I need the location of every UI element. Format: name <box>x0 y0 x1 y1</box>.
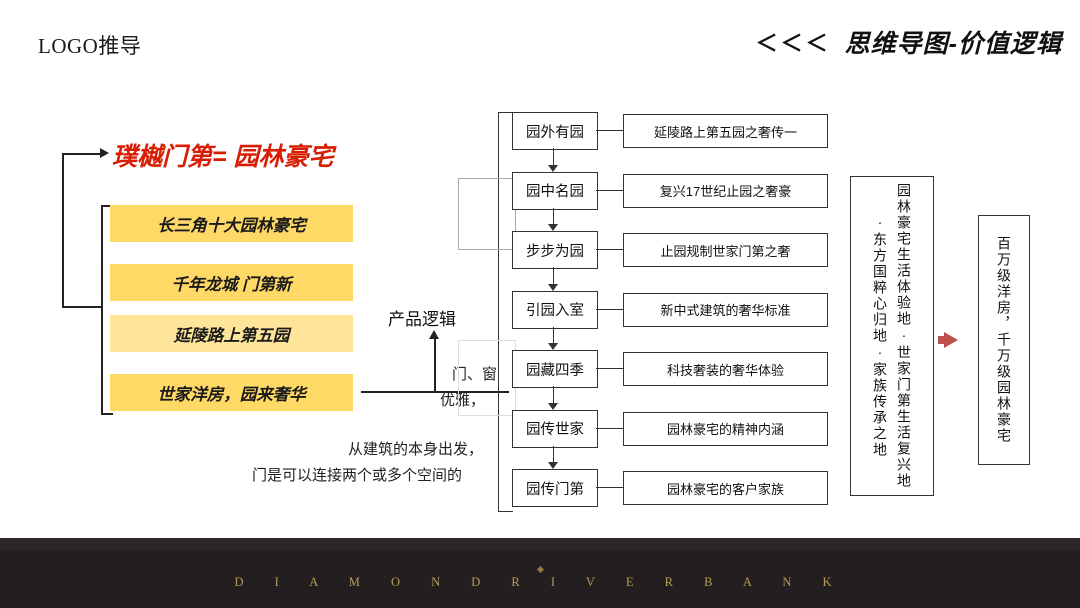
product-logic-label: 产品逻辑 <box>388 310 456 329</box>
flow-link-vertical-5 <box>553 386 555 404</box>
flow-right-node-4: 新中式建筑的奢华标准 <box>623 292 828 327</box>
left-connector-stem <box>62 154 64 308</box>
flow-link-horizontal-5 <box>596 368 623 370</box>
flow-right-node-5: 科技奢装的奢华体验 <box>623 352 828 386</box>
summary-column-2: 百万级洋房，千万级园林豪宅 <box>978 215 1030 465</box>
flow-link-vertical-4 <box>553 326 555 344</box>
flow-link-horizontal-4 <box>596 308 623 310</box>
flow-right-node-6: 园林豪宅的精神内涵 <box>623 411 828 446</box>
flow-left-node-5: 园藏四季 <box>512 350 598 388</box>
red-arrow-icon <box>944 332 958 348</box>
flow-right-node-2: 复兴17世纪止园之奢豪 <box>623 173 828 208</box>
flow-link-vertical-1 <box>553 148 555 166</box>
left-box-4: 世家洋房，园来奢华 <box>110 374 353 411</box>
paragraph-4: 门是可以连接两个或多个空间的 <box>252 467 463 484</box>
flow-arrow-head-icon-6 <box>548 462 558 469</box>
left-box-2: 千年龙城 门第新 <box>110 264 353 301</box>
product-logic-arrow-base <box>361 391 509 393</box>
left-bracket <box>101 205 113 415</box>
flow-left-node-7: 园传门第 <box>512 469 598 507</box>
page-title: 思维导图-价值逻辑 <box>844 30 1062 58</box>
flow-link-horizontal-1 <box>596 130 623 132</box>
product-logic-arrow-stem <box>434 336 436 392</box>
red-arrow-tail <box>938 336 946 344</box>
flow-arrow-head-icon-1 <box>548 164 558 172</box>
footer-band <box>0 538 1080 550</box>
left-chevrons-icon: ＜＜＜ <box>755 31 831 56</box>
left-box-3: 延陵路上第五园 <box>110 315 353 352</box>
footer-text: D I A M O N D R I V E R B A N K <box>234 575 846 589</box>
flow-left-node-4: 引园入室 <box>512 290 598 329</box>
flow-arrow-head-icon-4 <box>548 343 558 350</box>
paragraph-2: 优雅， <box>440 392 486 409</box>
footer <box>0 550 1080 608</box>
flow-link-vertical-2 <box>553 207 555 225</box>
logo-text: LOGO推导 <box>38 34 142 58</box>
flow-arrow-head-icon-3 <box>548 283 558 291</box>
flow-inner-frame-1 <box>458 178 516 250</box>
flow-arrow-head-icon-2 <box>548 224 558 231</box>
left-box-1: 长三角十大园林豪宅 <box>110 205 353 242</box>
flow-link-horizontal-2 <box>596 189 623 191</box>
flow-left-node-1: 园外有园 <box>512 112 598 150</box>
flow-right-node-1: 延陵路上第五园之奢传一 <box>623 114 828 148</box>
left-arrow-head-icon <box>100 148 109 158</box>
summary-column-1: 园林豪宅生活体验地·世家门第生活复兴地·东方国粹心归地·家族传承之地 <box>850 176 934 496</box>
paragraph-3: 从建筑的本身出发， <box>348 441 484 458</box>
flow-right-node-3: 止园规制世家门第之奢 <box>623 233 828 267</box>
flow-link-horizontal-7 <box>596 487 623 489</box>
left-connector-branch <box>62 306 102 308</box>
flow-right-node-7: 园林豪宅的客户家族 <box>623 471 828 505</box>
flow-arrow-head-icon-5 <box>548 402 558 410</box>
flow-link-horizontal-3 <box>596 249 623 251</box>
flow-left-node-6: 园传世家 <box>512 409 598 448</box>
left-title: 璞樾门第= 园林豪宅 <box>112 143 334 171</box>
paragraph-1: 门、窗 <box>452 366 498 383</box>
flow-left-node-2: 园中名园 <box>512 171 598 210</box>
flow-left-node-3: 步步为园 <box>512 231 598 269</box>
flow-bracket <box>498 112 513 512</box>
product-logic-arrow-head-icon <box>429 330 439 339</box>
flow-link-horizontal-6 <box>596 427 623 429</box>
flow-inner-frame-2 <box>458 340 516 416</box>
flow-link-vertical-6 <box>553 445 555 463</box>
left-arrow-line <box>62 153 104 155</box>
header-right: ＜＜＜ 思维导图-价值逻辑 <box>756 24 1062 60</box>
flow-link-vertical-3 <box>553 267 555 285</box>
